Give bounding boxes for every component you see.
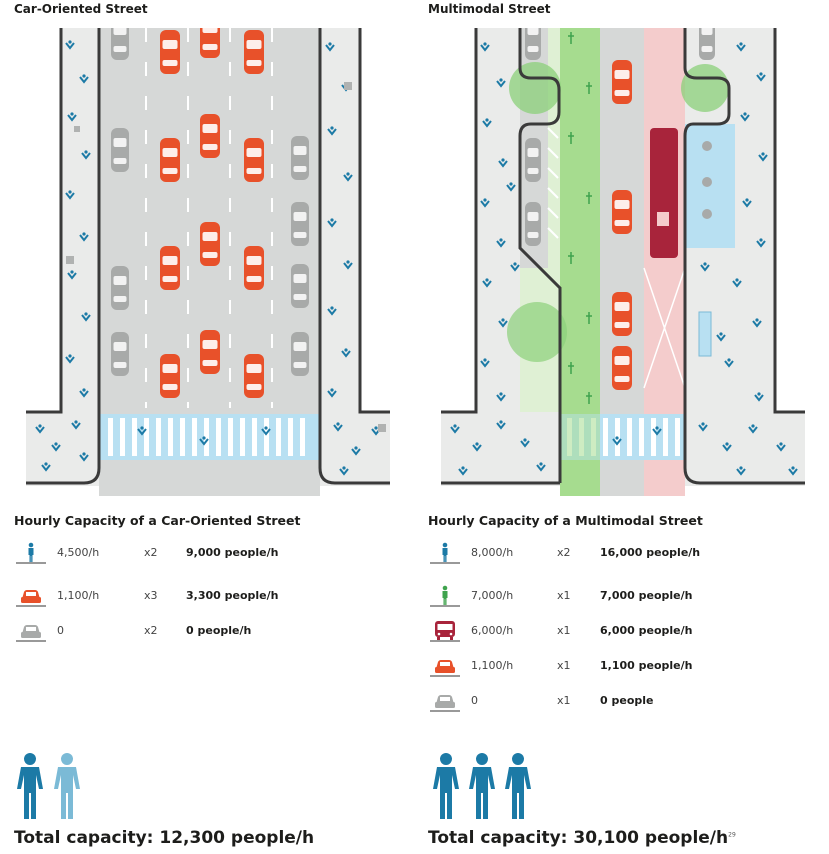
car-street-illustration (26, 28, 390, 496)
pedestrian-icon (16, 542, 46, 564)
table-row: 0 x1 0 people (428, 690, 818, 712)
rate-value: 8,000/h (471, 546, 514, 559)
result-value: 0 people (600, 694, 654, 707)
multiplier: x2 (557, 546, 571, 559)
table-row: 7,000/h x1 7,000 people/h (428, 585, 818, 607)
person-icon (17, 753, 43, 819)
table-row: 0 x2 0 people/h (14, 620, 394, 642)
rate-value: 0 (471, 694, 478, 707)
multimodal-street-title: Multimodal Street (428, 2, 551, 16)
parked-car-icon (430, 695, 460, 712)
multimodal-street-illustration (441, 28, 805, 496)
rate-value: 7,000/h (471, 589, 514, 602)
table-row: 4,500/h x2 9,000 people/h (14, 542, 394, 564)
car-total-capacity: Total capacity: 12,300 people/h (14, 828, 315, 848)
result-value: 3,300 people/h (186, 589, 279, 602)
table-row: 8,000/h x2 16,000 people/h (428, 542, 818, 564)
multiplier: x2 (144, 546, 158, 559)
result-value: 7,000 people/h (600, 589, 693, 602)
parked-car-icon (16, 625, 46, 642)
person-icon (433, 753, 459, 819)
table-row: 1,100/h x3 3,300 people/h (14, 585, 394, 607)
result-value: 1,100 people/h (600, 659, 693, 672)
people-capacity-icon-group (17, 753, 80, 819)
rate-value: 4,500/h (57, 546, 100, 559)
table-row: 6,000/h x1 6,000 people/h (428, 620, 818, 642)
multiplier: x1 (557, 659, 571, 672)
multimodal-total-capacity: Total capacity: 30,100 people/h29 (428, 828, 736, 848)
multiplier: x1 (557, 624, 571, 637)
result-value: 0 people/h (186, 624, 252, 637)
moving-car-icon (16, 590, 46, 607)
car-street-title: Car-Oriented Street (14, 2, 148, 16)
moving-car-icon (430, 660, 460, 677)
rate-value: 6,000/h (471, 624, 514, 637)
multiplier: x2 (144, 624, 158, 637)
multiplier: x3 (144, 589, 158, 602)
table-row: 1,100/h x1 1,100 people/h (428, 655, 818, 677)
person-icon (469, 753, 495, 819)
result-value: 16,000 people/h (600, 546, 701, 559)
rate-value: 0 (57, 624, 64, 637)
multiplier: x1 (557, 694, 571, 707)
pedestrian-icon (430, 542, 460, 564)
cyclist-icon (430, 585, 460, 607)
bus-icon (430, 621, 460, 642)
result-value: 6,000 people/h (600, 624, 693, 637)
person-icon (54, 753, 80, 819)
multiplier: x1 (557, 589, 571, 602)
person-icon (505, 753, 531, 819)
people-capacity-icon-group (433, 753, 531, 819)
car-capacity-title: Hourly Capacity of a Car-Oriented Street (14, 513, 301, 528)
result-value: 9,000 people/h (186, 546, 279, 559)
footnote-marker: 29 (728, 831, 736, 839)
multimodal-capacity-title: Hourly Capacity of a Multimodal Street (428, 513, 703, 528)
rate-value: 1,100/h (471, 659, 514, 672)
total-text: Total capacity: 30,100 people/h (428, 828, 729, 848)
rate-value: 1,100/h (57, 589, 100, 602)
